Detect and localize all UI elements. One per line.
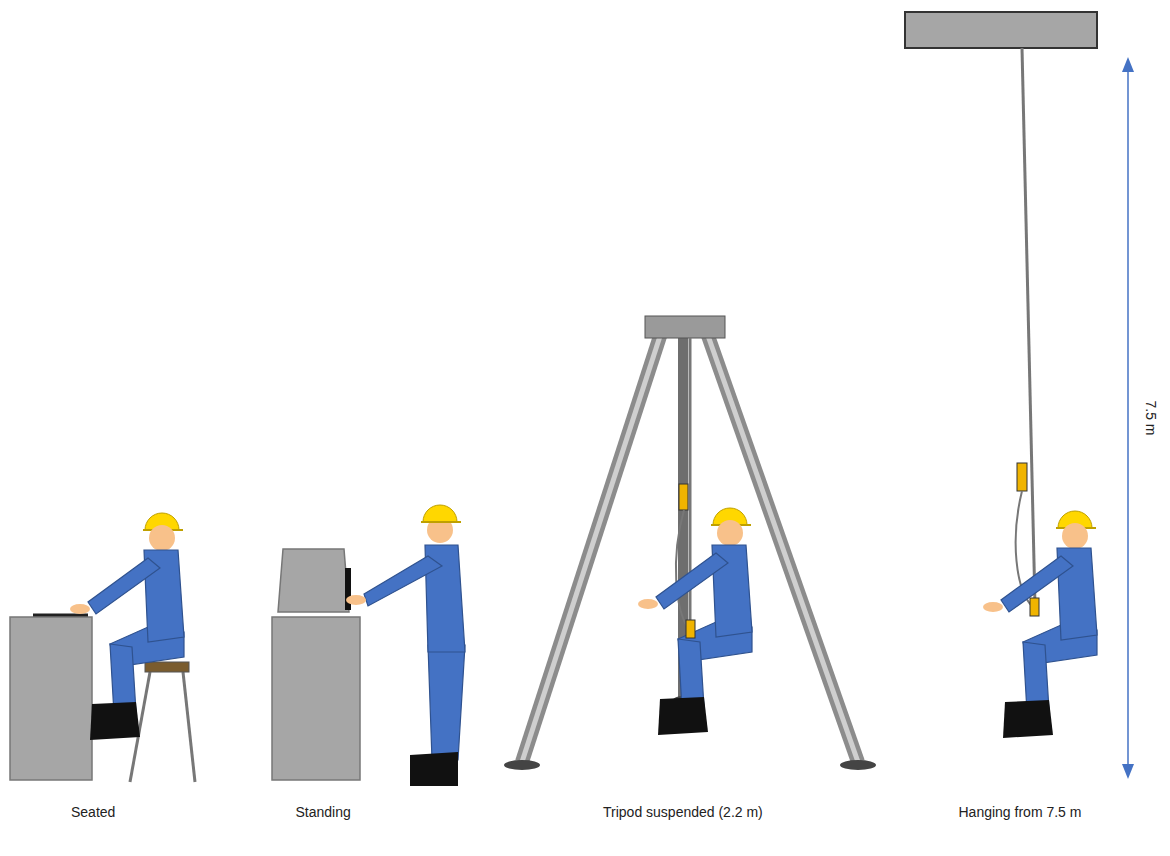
dimension-label: 7.5 m bbox=[1142, 400, 1158, 435]
tripod bbox=[504, 316, 876, 770]
stool-seat bbox=[145, 662, 189, 672]
harness-buckle bbox=[686, 620, 695, 638]
caption-label: Hanging from 7.5 m bbox=[959, 804, 1082, 820]
anchor-beam bbox=[905, 12, 1097, 48]
desk bbox=[10, 617, 92, 780]
fall-arrester bbox=[679, 484, 688, 510]
harness-buckle bbox=[1030, 598, 1039, 616]
caption-label: Seated bbox=[71, 804, 115, 820]
caption-label: Tripod suspended (2.2 m) bbox=[603, 804, 763, 820]
dimension-arrow bbox=[1122, 57, 1134, 779]
stool-leg bbox=[183, 672, 195, 782]
lifeline bbox=[1022, 48, 1035, 605]
seated-worker bbox=[70, 513, 184, 740]
lanyard bbox=[676, 510, 688, 628]
standing-worker bbox=[346, 505, 465, 786]
fall-arrester bbox=[1017, 463, 1027, 491]
console bbox=[272, 617, 360, 780]
caption-label: Standing bbox=[296, 804, 351, 820]
monitor bbox=[278, 549, 349, 612]
hanging-worker bbox=[983, 511, 1097, 738]
suspended-worker bbox=[638, 508, 752, 735]
